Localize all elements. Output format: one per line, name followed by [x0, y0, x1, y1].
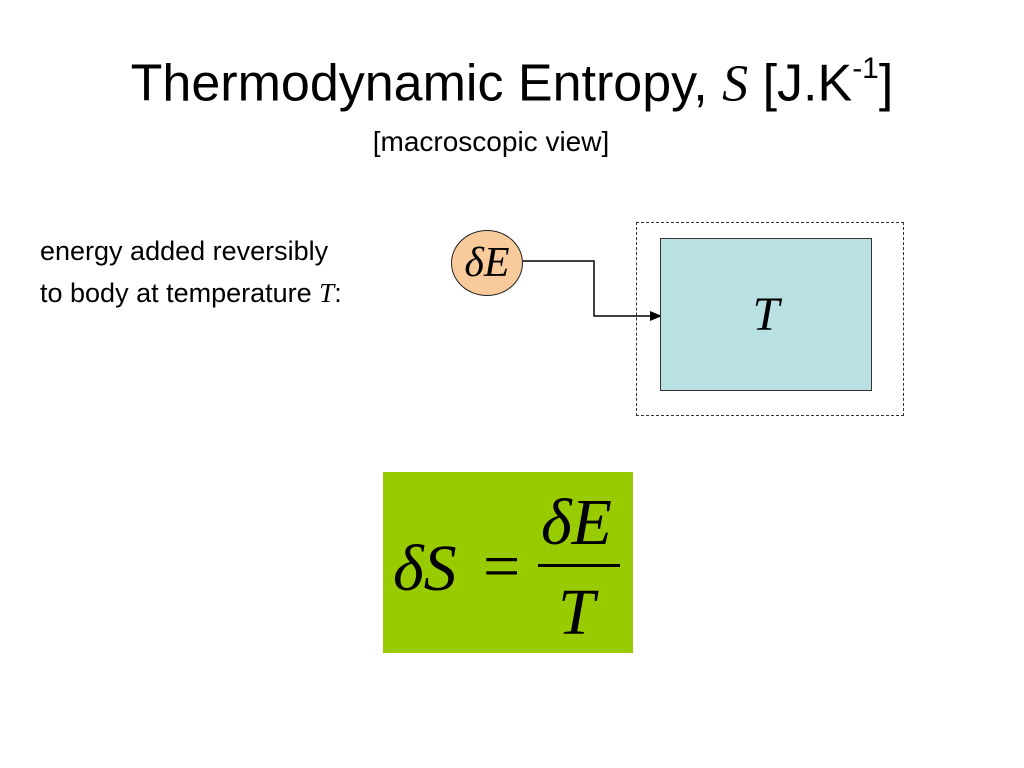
description-line-2: to body at temperature T:: [40, 278, 342, 308]
equation-numerator: δE: [541, 486, 612, 559]
temperature-symbol: T: [319, 278, 335, 308]
system-boundary: [636, 222, 904, 416]
fraction-bar: [538, 564, 620, 567]
slide-subtitle: [macroscopic view]: [372, 126, 610, 157]
slide-title: Thermodynamic Entropy, S [J.K-1]: [130, 52, 894, 113]
title-entropy-symbol: S: [722, 55, 749, 113]
description-line-1: energy added reversibly: [40, 236, 329, 266]
equation-equals: =: [483, 530, 521, 603]
title-unit-exponent: -1: [852, 52, 879, 85]
energy-description: energy added reversibly to body at tempe…: [40, 230, 342, 314]
energy-node: δE: [451, 230, 523, 296]
body-box: T: [660, 238, 872, 391]
equation-lhs: δS: [393, 532, 457, 605]
entropy-equation: δS = δE T: [383, 472, 633, 653]
equation-denominator: T: [558, 576, 595, 649]
